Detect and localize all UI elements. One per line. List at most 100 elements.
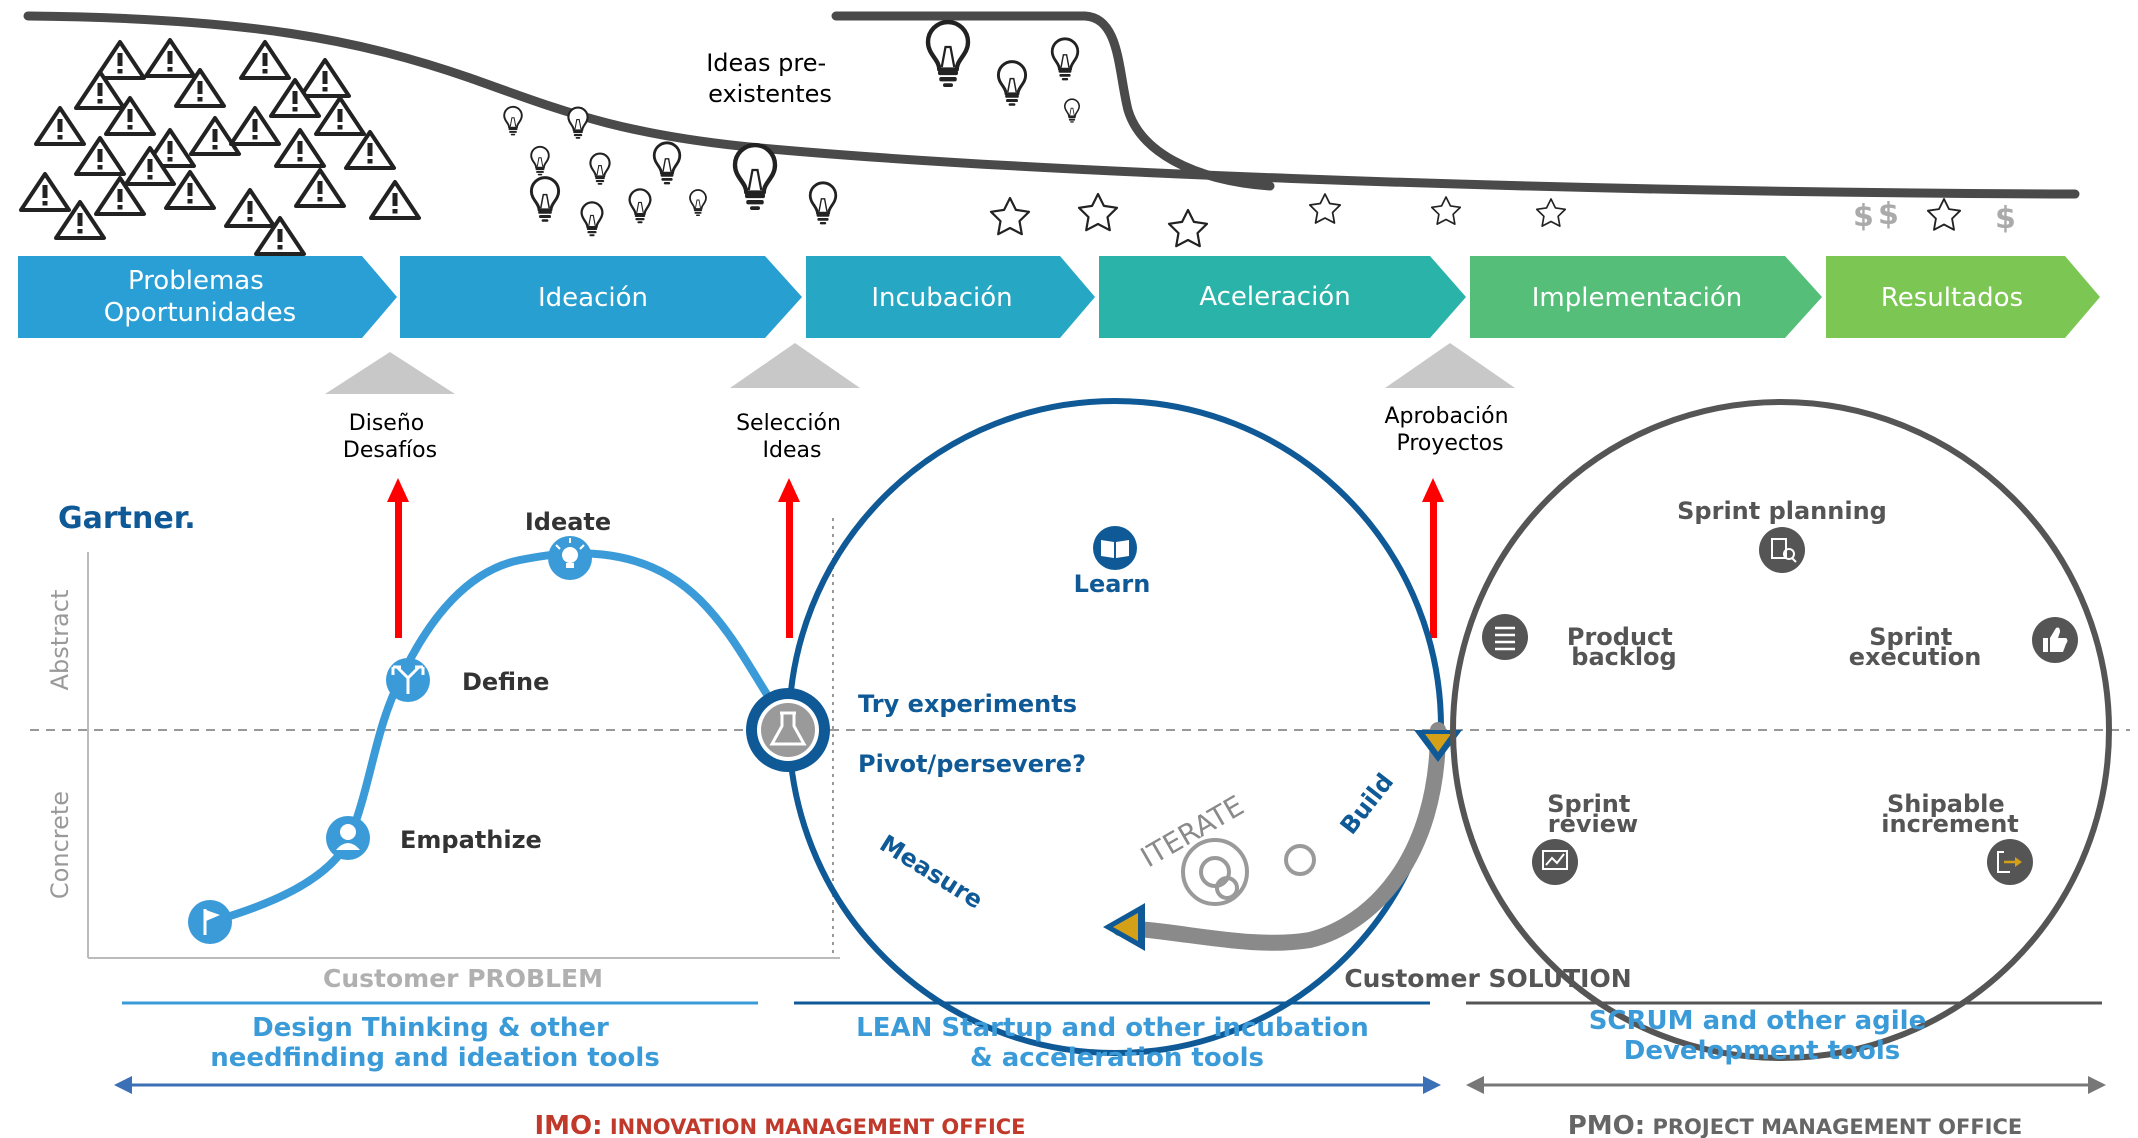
- split-arrows-icon: [391, 665, 425, 694]
- star-icon: [1430, 196, 1462, 225]
- gate-label: Diseño Desafíos: [343, 411, 437, 463]
- warning-icon: [224, 188, 276, 228]
- design-step-define: Define: [462, 668, 549, 696]
- warning-icons: [19, 38, 421, 256]
- red-up-arrow: [1422, 478, 1444, 638]
- idea-bulb-icon: [562, 547, 578, 563]
- gate-label: Selección Ideas: [736, 411, 848, 463]
- design-node-empathize: [326, 816, 370, 860]
- warning-icon: [19, 172, 71, 212]
- axis-label-concrete: Concrete: [46, 791, 74, 899]
- star-icon: [989, 196, 1031, 236]
- scrum-node-review: [1532, 839, 1578, 885]
- scrum-label-review: Sprint review: [1547, 790, 1638, 838]
- scrum-node-planning: [1759, 527, 1805, 573]
- project-stars: [989, 192, 1962, 248]
- pmo-span-arrow: [1466, 1076, 2106, 1094]
- result-currency: $ $ $: [1853, 197, 2016, 236]
- funnel-inner-curve: [831, 11, 1275, 191]
- scrum-node-execution: [2032, 617, 2078, 663]
- star-icon: [1535, 198, 1567, 227]
- warning-icon: [94, 40, 146, 80]
- warning-icon: [294, 168, 346, 208]
- scrum-label-backlog: Product backlog: [1567, 623, 1681, 671]
- measure-direction-marker: [1103, 903, 1145, 951]
- list-icon: [1495, 626, 1515, 651]
- svg-text:Problemas Oportunidade: Problemas Oportunidades: [104, 266, 296, 328]
- star-icon: [1926, 198, 1962, 231]
- tools-lean-startup: LEAN Startup and other incubation & acce…: [856, 1013, 1378, 1073]
- gear-icon: [1181, 838, 1249, 906]
- svg-text:Ideación: Ideación: [538, 283, 648, 313]
- stage-aceleracion: Aceleración: [1099, 256, 1466, 338]
- scrum-node-increment: [1987, 839, 2033, 885]
- export-icon: [1997, 851, 2010, 873]
- lightbulb-icon: [567, 106, 589, 140]
- lean-label-learn: Learn: [1074, 570, 1151, 598]
- build-direction-marker: [1414, 730, 1462, 762]
- stage-resultados: Resultados: [1826, 256, 2100, 338]
- svg-text:Implementación: Implementación: [1532, 283, 1743, 313]
- warning-icon: [369, 180, 421, 220]
- gate-aprobacion-proyectos: Aprobación Proyectos: [1384, 343, 1515, 456]
- funnel-outer-curve: [23, 11, 2080, 199]
- star-icon: [1308, 193, 1342, 224]
- scrum-label-increment: Shipable increment: [1881, 790, 2019, 838]
- lightbulb-icon: [1050, 37, 1080, 82]
- document-search-icon: [1771, 538, 1787, 559]
- gate-diseno-desafios: Diseño Desafíos: [325, 352, 455, 463]
- lean-label-try: Try experiments: [858, 690, 1077, 718]
- lightbulb-icon: [808, 181, 838, 226]
- tools-scrum: SCRUM and other agile Development tools: [1589, 1006, 1936, 1066]
- stage-problemas: Problemas Oportunidades: [18, 256, 397, 338]
- lean-label-measure: Measure: [875, 829, 988, 914]
- stage-incubacion: Incubación: [806, 256, 1095, 338]
- stage-ideacion: Ideación: [400, 256, 802, 338]
- tools-design-thinking: Design Thinking & other needfinding and …: [210, 1013, 660, 1073]
- warning-icon: [239, 40, 291, 80]
- design-step-ideate: Ideate: [525, 508, 611, 536]
- imo-span-arrow: [114, 1076, 1441, 1094]
- lightbulb-icon: [529, 176, 561, 224]
- gate-triangle: [730, 343, 860, 388]
- svg-text:Incubación: Incubación: [871, 283, 1012, 313]
- scrum-loop-circle: [1450, 399, 2112, 1061]
- iterate-build-arc: [1112, 722, 1446, 951]
- gate-arrows: [387, 478, 1444, 638]
- warning-icon: [314, 96, 366, 136]
- scrum-label-planning: Sprint planning: [1677, 497, 1887, 525]
- lightbulb-icon: [928, 22, 968, 87]
- lean-label-iterate: ITERATE: [1135, 789, 1249, 874]
- lean-label-pivot: Pivot/persevere?: [858, 750, 1086, 778]
- design-node-ideate: [548, 536, 592, 580]
- gate-label: Aprobación Proyectos: [1384, 404, 1515, 456]
- flag-icon: [206, 910, 220, 921]
- lean-label-build: Build: [1335, 768, 1400, 840]
- design-thinking-curve: [206, 549, 794, 926]
- chart-monitor-icon: [1542, 850, 1568, 870]
- funnel-label: Ideas pre- existentes: [706, 49, 834, 108]
- lightbulb-icon: [652, 141, 682, 186]
- gate-triangle: [1385, 343, 1515, 388]
- customer-problem-heading: Customer PROBLEM: [323, 964, 603, 993]
- svg-text:Aceleración: Aceleración: [1199, 282, 1350, 312]
- warning-icon: [344, 130, 396, 170]
- customer-solution-heading: Customer SOLUTION: [1344, 964, 1631, 993]
- warning-icon: [34, 106, 86, 146]
- person-icon: [340, 824, 356, 840]
- svg-text:Resultados: Resultados: [1881, 283, 2023, 313]
- warning-icon: [144, 38, 196, 78]
- lightbulb-icon: [530, 145, 550, 177]
- lightbulb-icon: [589, 152, 611, 186]
- lean-node-learn: [1093, 526, 1137, 570]
- scrum-node-backlog: [1482, 614, 1528, 660]
- design-step-empathize: Empathize: [400, 826, 542, 854]
- lightbulb-icon: [580, 201, 604, 238]
- lightbulb-icon: [689, 189, 707, 217]
- lightbulb-icon: [1064, 98, 1080, 124]
- thumbs-up-icon: [2043, 627, 2068, 652]
- gear-icon: [1284, 844, 1316, 876]
- stage-implementacion: Implementación: [1470, 256, 1822, 338]
- lean-loop-circle: [786, 398, 1444, 1056]
